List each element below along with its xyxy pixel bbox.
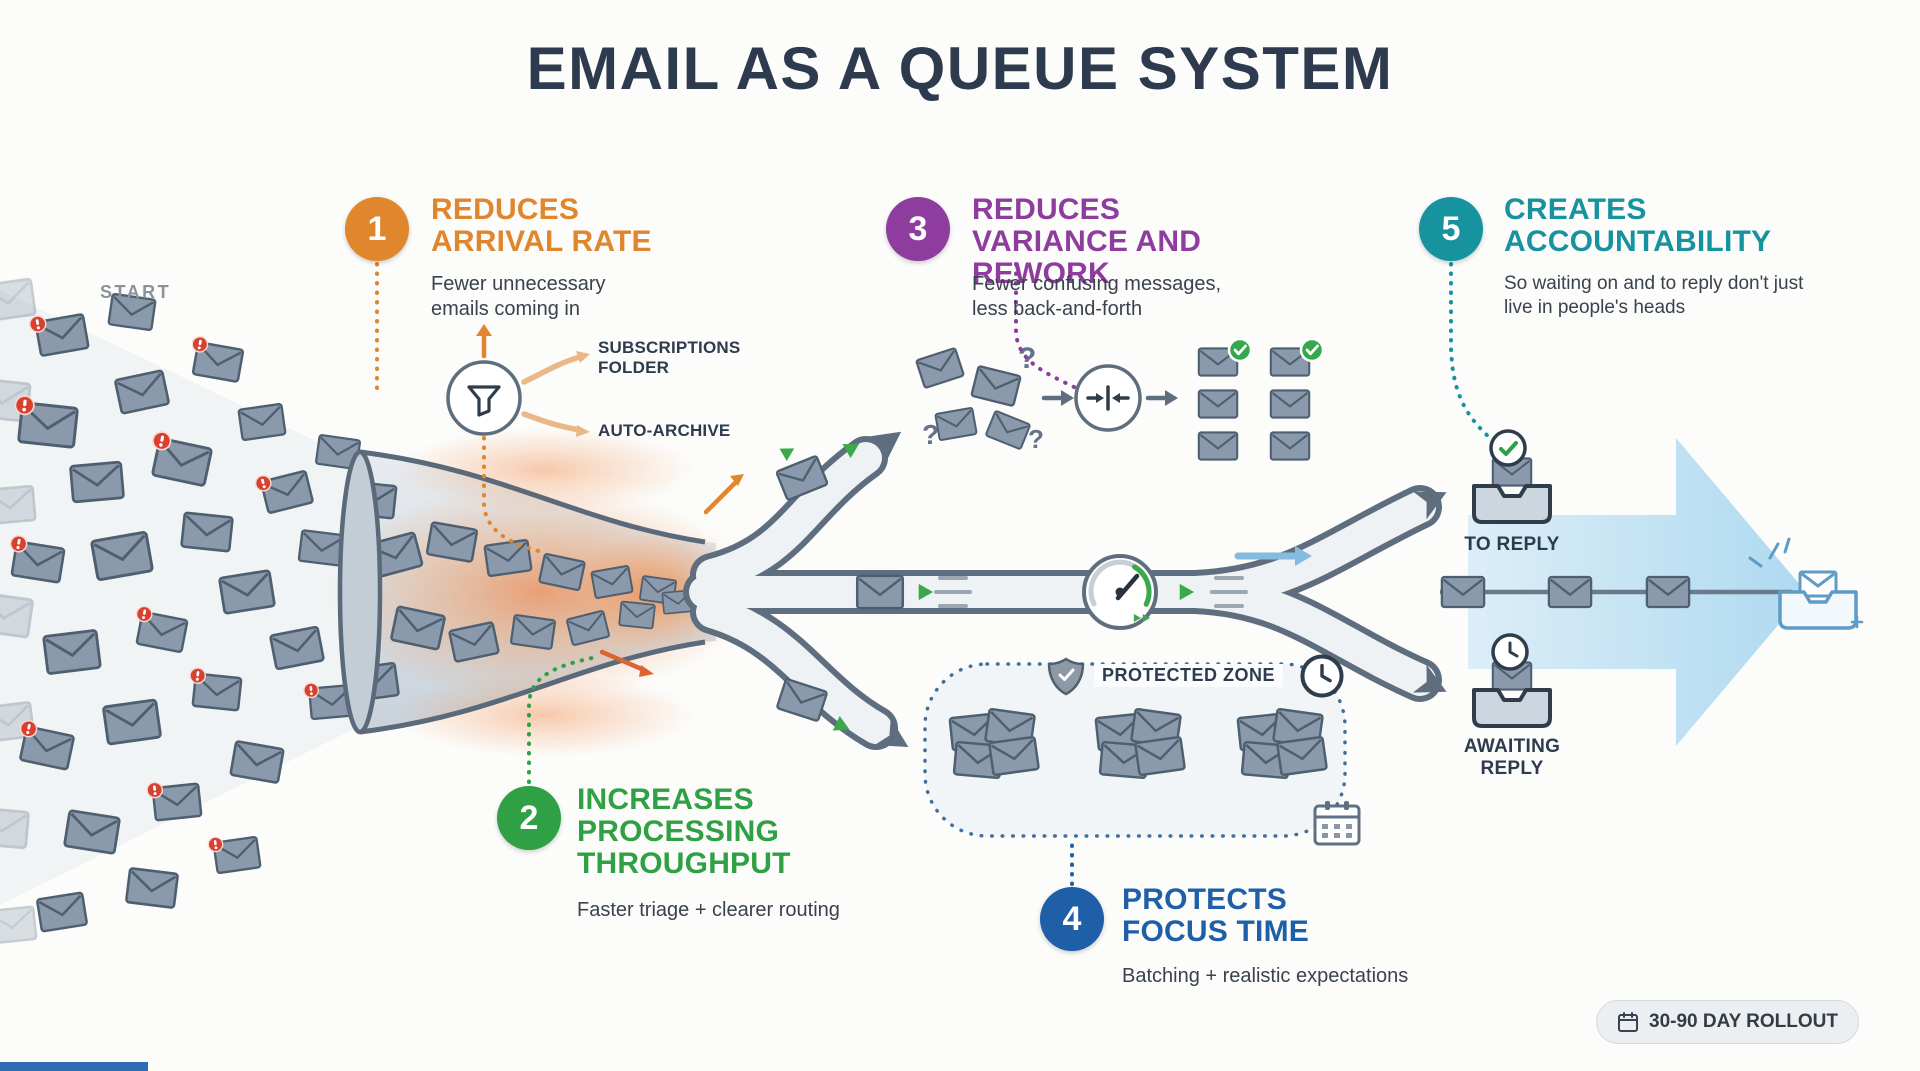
check-icon bbox=[1299, 337, 1325, 363]
step-1-heading: REDUCES ARRIVAL RATE bbox=[431, 193, 652, 259]
speed-dashes bbox=[934, 576, 1248, 608]
outflow-line bbox=[1440, 575, 1792, 609]
step-4-description: Batching + realistic expectations bbox=[1122, 965, 1409, 987]
subscriptions-folder-label: SUBSCRIPTIONS FOLDER bbox=[598, 338, 741, 378]
batched-emails bbox=[948, 707, 1329, 780]
final-inbox-icon bbox=[1748, 537, 1864, 630]
step-3-number: 3 bbox=[886, 197, 950, 261]
routing-arrows bbox=[521, 351, 590, 437]
shield-icon bbox=[1047, 657, 1085, 696]
filter-icon bbox=[446, 360, 522, 436]
funnel-accent-arrows bbox=[599, 474, 744, 677]
check-icon bbox=[1227, 337, 1253, 363]
step-5-number: 5 bbox=[1419, 197, 1483, 261]
step-1-number: 1 bbox=[345, 197, 409, 261]
rollout-label: 30-90 DAY ROLLOUT bbox=[1649, 1011, 1838, 1032]
protected-zone-label: PROTECTED ZONE bbox=[1094, 664, 1284, 687]
calendar-icon bbox=[1313, 801, 1361, 846]
step-5-description: So waiting on and to reply don't just li… bbox=[1504, 273, 1804, 318]
to-reply-label: TO REPLY bbox=[1464, 534, 1560, 555]
funnel bbox=[325, 428, 755, 757]
step-1-description: Fewer unnecessary emails coming in bbox=[431, 273, 606, 320]
merge-icon bbox=[1074, 364, 1142, 432]
step-4-heading: PROTECTS FOCUS TIME bbox=[1122, 883, 1309, 949]
page-title: EMAIL AS A QUEUE SYSTEM bbox=[526, 35, 1394, 102]
calendar-icon bbox=[1618, 1012, 1638, 1032]
step-2-description: Faster triage + clearer routing bbox=[577, 899, 840, 921]
step-3-description: Fewer confusing messages, less back-and-… bbox=[972, 273, 1222, 320]
tidy-email-grid bbox=[1197, 337, 1325, 461]
messy-emails: ? ? ? bbox=[915, 342, 1044, 454]
clock-icon bbox=[1302, 656, 1341, 695]
to-reply-tray-icon bbox=[1472, 429, 1552, 524]
fast-flow-arrow bbox=[1234, 546, 1312, 566]
rollout-badge: 30-90 DAY ROLLOUT bbox=[1596, 1000, 1859, 1044]
step-2-heading: INCREASES PROCESSING THROUGHPUT bbox=[577, 783, 791, 881]
question-mark: ? bbox=[922, 419, 939, 450]
bottom-edge-bar bbox=[0, 1062, 148, 1071]
start-label: START bbox=[100, 282, 172, 302]
question-mark: ? bbox=[1028, 424, 1044, 454]
step-3-heading: REDUCES VARIANCE AND REWORK bbox=[972, 193, 1202, 291]
step-5-heading: CREATES ACCOUNTABILITY bbox=[1504, 193, 1772, 259]
awaiting-reply-label: AWAITING REPLY bbox=[1463, 736, 1561, 780]
step-2-number: 2 bbox=[497, 786, 561, 850]
auto-archive-label: AUTO-ARCHIVE bbox=[598, 421, 731, 440]
speedometer-icon bbox=[1082, 554, 1158, 630]
step-4-number: 4 bbox=[1040, 887, 1104, 951]
filter-up-arrow bbox=[476, 324, 492, 359]
dotted-connectors bbox=[375, 262, 1492, 886]
